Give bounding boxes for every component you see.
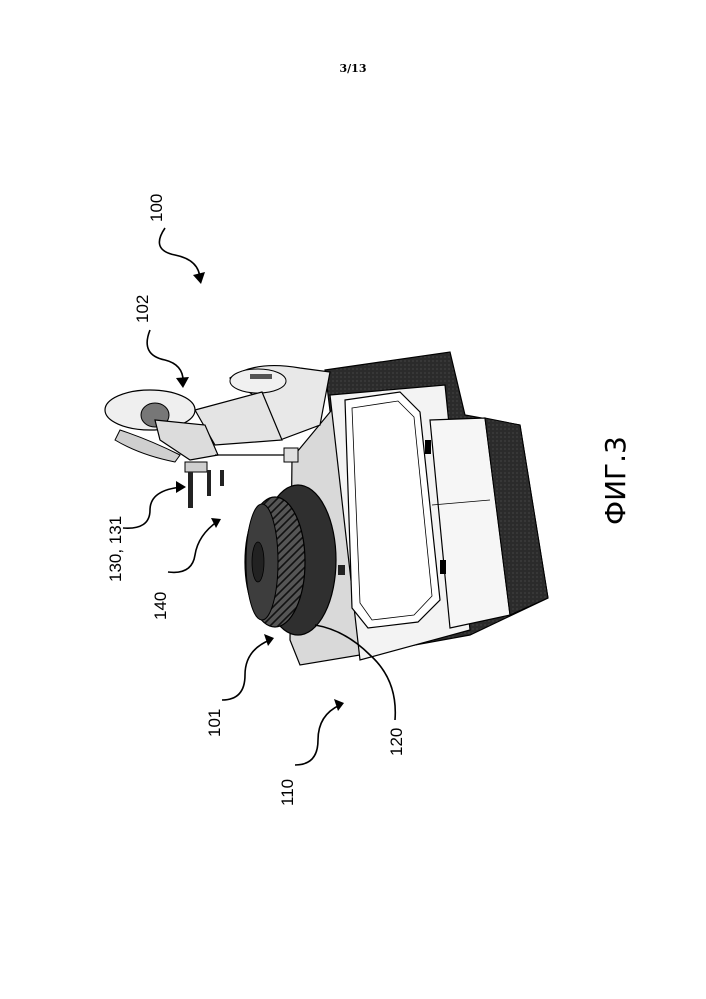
cabinet-handle-top bbox=[425, 440, 431, 454]
tool-shaft bbox=[188, 472, 193, 508]
probe-rod bbox=[207, 470, 211, 496]
arrowhead-100 bbox=[193, 272, 205, 284]
robot-base-label bbox=[250, 374, 272, 379]
leader-140 bbox=[168, 521, 218, 572]
machine-knob bbox=[338, 565, 345, 575]
robot-arm bbox=[105, 366, 330, 462]
machine-body bbox=[290, 352, 548, 665]
tool-assembly bbox=[185, 462, 224, 508]
leader-102 bbox=[147, 330, 183, 385]
robot-base-joint bbox=[230, 369, 286, 393]
arrowhead-140 bbox=[211, 518, 221, 528]
robot-mount-block bbox=[284, 448, 298, 462]
arrowhead-102 bbox=[176, 377, 189, 388]
tool-body bbox=[185, 462, 207, 472]
leader-101 bbox=[222, 640, 270, 700]
figure-label: ФИГ.3 bbox=[599, 436, 632, 525]
leader-110 bbox=[295, 705, 340, 765]
tire-hub bbox=[252, 542, 264, 582]
leader-100 bbox=[159, 228, 200, 280]
ref-130-131: 130, 131 bbox=[106, 516, 125, 582]
leader-130 bbox=[123, 487, 182, 528]
ref-102: 102 bbox=[133, 295, 152, 323]
ref-140: 140 bbox=[151, 592, 170, 620]
ref-120: 120 bbox=[387, 728, 406, 756]
arrowhead-130 bbox=[176, 481, 186, 493]
ref-101: 101 bbox=[205, 709, 224, 737]
cabinet-handle-bottom bbox=[440, 560, 446, 574]
probe-tip bbox=[220, 470, 224, 486]
tire bbox=[245, 485, 336, 635]
ref-110: 110 bbox=[278, 779, 297, 806]
ref-100: 100 bbox=[147, 194, 166, 222]
arrowhead-101 bbox=[264, 634, 274, 646]
arrowhead-110 bbox=[334, 699, 344, 711]
